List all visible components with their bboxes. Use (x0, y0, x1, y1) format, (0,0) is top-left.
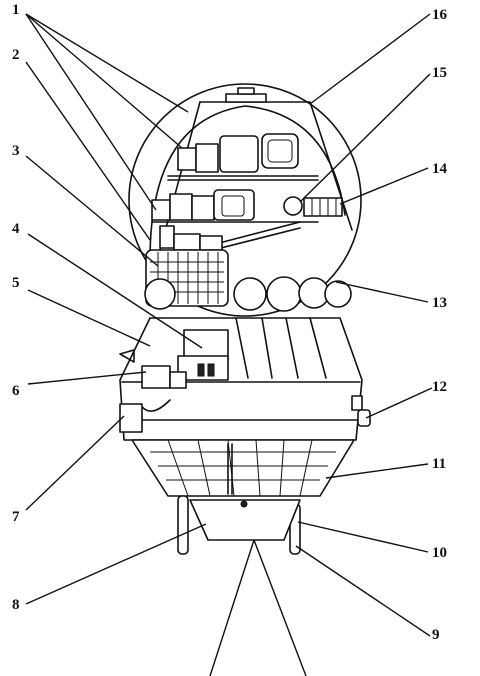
callout-14: 14 (432, 161, 447, 177)
radiator-cone (131, 439, 355, 497)
descent-sphere (128, 83, 362, 317)
callout-2: 2 (12, 47, 20, 63)
service-module (119, 317, 371, 441)
callout-13: 13 (432, 295, 447, 311)
callout-16: 16 (432, 7, 447, 23)
callout-1: 1 (12, 2, 20, 18)
callout-8: 8 (12, 597, 20, 613)
callout-10: 10 (432, 545, 447, 561)
gas-bottles (144, 276, 352, 312)
engine-and-legs (177, 495, 301, 555)
callout-3: 3 (12, 143, 20, 159)
callout-9: 9 (432, 627, 440, 643)
leader-lines (25, 13, 433, 676)
callout-7: 7 (12, 509, 20, 525)
callout-6: 6 (12, 383, 20, 399)
callout-12: 12 (432, 379, 447, 395)
callout-15: 15 (432, 65, 447, 81)
callout-11: 11 (432, 456, 447, 472)
callout-4: 4 (12, 221, 20, 237)
crosshatch-container (150, 252, 224, 304)
callout-5: 5 (12, 275, 20, 291)
